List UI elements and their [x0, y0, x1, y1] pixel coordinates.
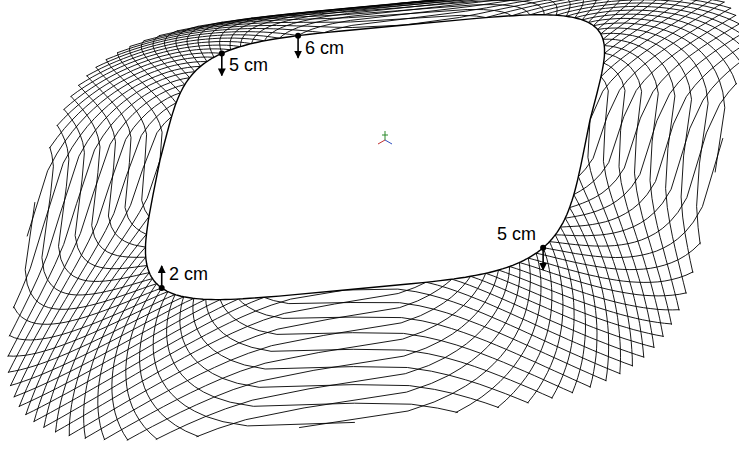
lattice-member	[486, 273, 664, 336]
lattice-member	[165, 31, 190, 78]
lattice-lines	[8, 0, 739, 440]
roof-opening	[146, 15, 605, 300]
displacement-arrow	[542, 248, 544, 270]
lattice-member	[96, 67, 149, 216]
lattice-member	[14, 299, 206, 397]
lattice-member	[25, 299, 238, 415]
lattice-member	[130, 46, 177, 103]
lattice-member	[57, 125, 149, 281]
lattice-member	[578, 177, 632, 367]
lattice-member	[19, 300, 220, 407]
lattice-member	[8, 297, 184, 372]
lattice-member	[552, 235, 574, 399]
displacement-label: 6 cm	[304, 38, 345, 58]
lattice-member	[87, 76, 147, 235]
lattice-member	[527, 242, 563, 404]
displacement-arrow	[161, 266, 163, 288]
lattice-member	[153, 35, 185, 84]
lattice-member	[141, 41, 180, 93]
displacement-label: 5 cm	[496, 224, 537, 244]
lattice-member	[118, 53, 172, 117]
displacement-arrow	[297, 36, 299, 58]
lattice-member	[604, 46, 679, 311]
lattice-member	[85, 276, 471, 438]
lattice-member	[10, 298, 194, 385]
displacement-label: 2 cm	[168, 264, 209, 284]
lattice-member	[79, 85, 146, 247]
lattice-member	[55, 282, 426, 432]
lattice-member	[528, 258, 693, 282]
lattice-member	[26, 160, 160, 415]
lattice-member	[565, 218, 597, 387]
lattice-member	[598, 28, 709, 244]
lattice-member	[530, 0, 731, 15]
lattice-member	[106, 59, 162, 160]
lattice-member	[605, 53, 672, 324]
lattice-member	[8, 295, 175, 357]
lattice-member	[578, 8, 731, 177]
displacement-marks	[159, 33, 546, 291]
lattice-member	[206, 299, 553, 398]
lattice-member	[603, 39, 686, 293]
displacement-arrow	[221, 53, 223, 75]
lattice-member	[574, 195, 621, 375]
lattice-member	[176, 26, 198, 71]
lattice-member	[605, 0, 695, 53]
lattice-member	[497, 248, 552, 408]
lattice-member	[25, 202, 156, 309]
lattice-member	[560, 227, 585, 393]
lattice-member	[104, 273, 486, 440]
lattice-member	[512, 0, 725, 16]
lattice-member	[98, 273, 150, 440]
lattice-member	[264, 297, 606, 381]
lattice-member	[42, 147, 153, 295]
displacement-label: 5 cm	[228, 55, 269, 75]
lattice-member	[126, 284, 157, 440]
lattice-member	[64, 109, 147, 269]
axis-icon	[378, 131, 392, 144]
lattice-member	[34, 297, 264, 421]
